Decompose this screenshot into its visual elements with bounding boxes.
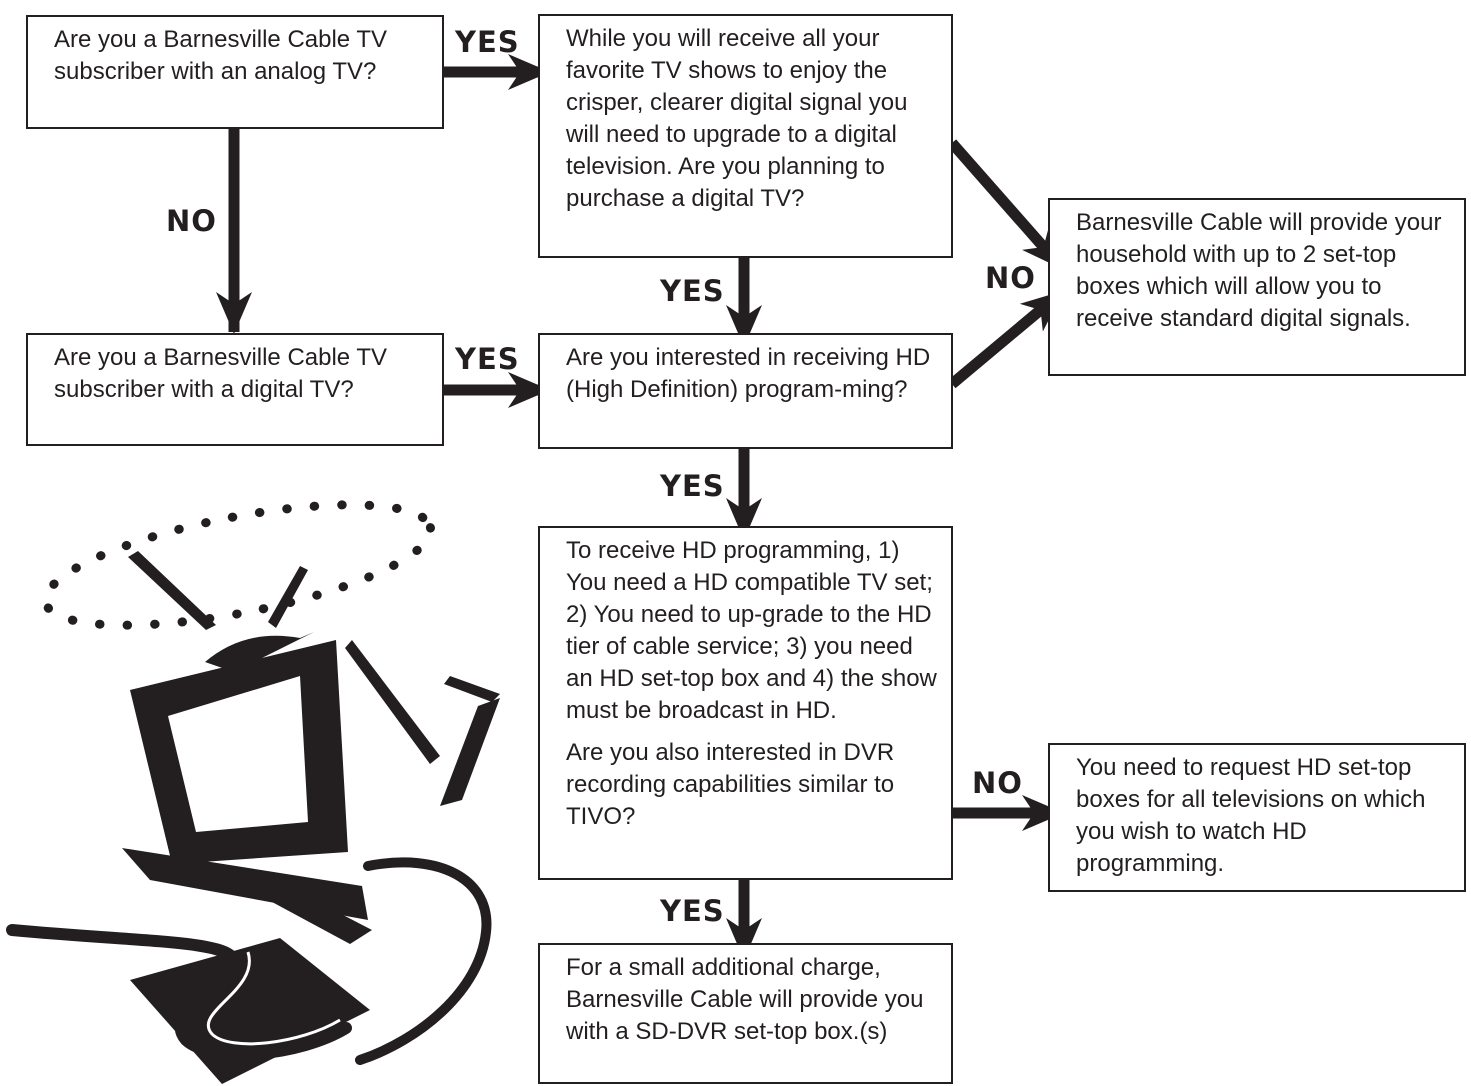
cable: [6, 924, 352, 1061]
label-yes-digital: YES: [455, 342, 520, 376]
label-no-upgrade: NO: [985, 261, 1036, 295]
monitor-hood: [205, 632, 314, 672]
label-no-analog: NO: [166, 204, 217, 238]
label-yes-analog: YES: [455, 25, 520, 59]
cable-tail: [355, 857, 492, 1065]
box-digital-upgrade: While you will receive all your favorite…: [538, 14, 953, 258]
computer-clipart: [6, 500, 500, 1084]
box-text: Are you a Barnesville Cable TV subscribe…: [54, 344, 388, 403]
box-text-dvr: Are you also interested in DVR recording…: [566, 739, 895, 830]
box-text: To receive HD programming, 1) You need a…: [566, 537, 937, 724]
box-hd-interest: Are you interested in receiving HD (High…: [538, 333, 953, 449]
box-digital-question: Are you a Barnesville Cable TV subscribe…: [26, 333, 444, 446]
label-yes-hd: YES: [660, 469, 725, 503]
arrow-hd-no: [948, 287, 1066, 389]
box-text: Are you a Barnesville Cable TV subscribe…: [54, 26, 388, 85]
antenna-left: [128, 551, 216, 630]
box-analog-question: Are you a Barnesville Cable TV subscribe…: [26, 15, 444, 129]
box-dvr-offer: For a small additional charge, Barnesvil…: [538, 943, 953, 1084]
cable-highlight: [207, 951, 341, 1046]
monitor-side: [345, 640, 440, 764]
label-yes-dvr: YES: [660, 894, 725, 928]
box-text: For a small additional charge, Barnesvil…: [566, 954, 924, 1045]
monitor-back-slash: [444, 676, 500, 702]
box-text: Barnesville Cable will provide your hous…: [1076, 209, 1442, 332]
monitor-frame: [130, 640, 348, 864]
keyboard-back: [246, 872, 372, 944]
arrow-upgrade-no: [947, 139, 1067, 272]
box-text: Are you interested in receiving HD (High…: [566, 344, 931, 403]
label-yes-upgrade: YES: [660, 274, 725, 308]
box-text: You need to request HD set-top boxes for…: [1076, 754, 1426, 877]
connectors: [216, 54, 1067, 960]
antenna-right: [268, 566, 308, 628]
orbit-ring: [40, 500, 436, 630]
box-text: While you will receive all your favorite…: [566, 25, 908, 212]
box-hd-requirements: To receive HD programming, 1) You need a…: [538, 526, 953, 880]
label-no-dvr: NO: [972, 766, 1023, 800]
box-settop-provision: Barnesville Cable will provide your hous…: [1048, 198, 1466, 376]
box-hd-request: You need to request HD set-top boxes for…: [1048, 743, 1466, 892]
monitor-side-right: [440, 698, 500, 806]
